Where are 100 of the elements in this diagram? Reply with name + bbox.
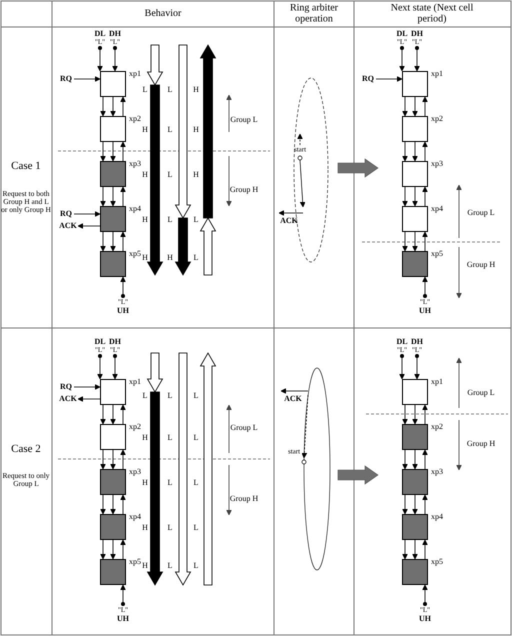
signal-label: RQ: [58, 74, 74, 84]
signal-arrow: [100, 494, 106, 514]
cell-name: xp3: [431, 159, 443, 168]
signal-arrow: [412, 494, 418, 514]
logic-level: H: [141, 254, 149, 262]
logic-level: L: [192, 524, 200, 532]
logic-level: L: [192, 216, 200, 224]
signal-arrow: [110, 540, 116, 560]
signal-arrow: [100, 232, 106, 252]
signal-arrow: [110, 494, 116, 514]
signal-arrow: [100, 450, 106, 470]
signal-arrow: [120, 494, 126, 514]
signal-arrow: [422, 404, 428, 424]
cell-name: xp5: [129, 557, 141, 566]
signal-arrow: [100, 142, 106, 162]
signal-arrow: [412, 142, 418, 162]
signal-arrow: [120, 450, 126, 470]
signal-arrow: [97, 50, 103, 72]
logic-level: L: [166, 562, 174, 570]
logic-level: H: [141, 434, 149, 442]
signal-arrow: [100, 96, 106, 116]
signal-arrow: [120, 584, 126, 602]
signal-label: DL: [396, 337, 408, 346]
signal-label: DH: [109, 337, 121, 346]
group-label: Group L: [229, 424, 259, 432]
signal-arrow: [78, 223, 100, 229]
signal-label: ACK: [58, 394, 78, 404]
signal-arrow: [402, 232, 408, 252]
group-label: Group H: [228, 186, 260, 194]
group-label: Group H: [466, 440, 496, 448]
logic-level: L: [166, 392, 174, 400]
logic-level: L: [142, 392, 148, 400]
signal-arrow: [412, 96, 418, 116]
logic-level: L: [166, 216, 174, 224]
signal-arrow: [422, 494, 428, 514]
signal-arrow: [100, 186, 106, 206]
logic-level: L: [166, 170, 174, 180]
cell-name: xp5: [431, 557, 443, 566]
group-label: Group L: [466, 208, 496, 218]
signal-arrow: [110, 186, 116, 206]
signal-label: RQ: [58, 382, 74, 392]
cell-name: xp5: [431, 249, 443, 258]
case-title: Case 1: [10, 161, 42, 173]
signal-arrow: [120, 232, 126, 252]
cell-name: xp4: [431, 204, 443, 213]
signal-arrow: [412, 186, 418, 206]
signal-label: ACK: [58, 221, 78, 231]
logic-level: H: [192, 126, 200, 134]
cell-name: xp1: [431, 377, 443, 386]
cell-name: xp2: [431, 422, 443, 431]
signal-arrow: [402, 494, 408, 514]
signal-arrow: [422, 186, 428, 206]
signal-arrow: [97, 358, 103, 380]
logic-level: L: [166, 86, 174, 94]
logic-level: L: [192, 392, 200, 400]
signal-label: UH: [117, 306, 129, 315]
signal-label: RQ: [58, 209, 74, 219]
signal-arrow: [120, 142, 126, 162]
signal-arrow: [110, 142, 116, 162]
cell-name: xp2: [431, 114, 443, 123]
signal-arrow: [422, 450, 428, 470]
logic-level: L: [192, 562, 200, 570]
logic-level: H: [141, 170, 149, 180]
logic-level: L: [166, 478, 174, 488]
column-header: Next state (Next cell period): [390, 4, 474, 24]
signal-arrow: [74, 76, 100, 82]
case-title: Case 2: [10, 444, 42, 456]
group-label: Group L: [229, 116, 259, 124]
cell-name: xp2: [129, 422, 141, 431]
signal-arrow: [100, 404, 106, 424]
cell-name: xp4: [431, 512, 443, 521]
cell-name: xp1: [129, 69, 141, 78]
signal-arrow: [402, 540, 408, 560]
signal-label: DH: [109, 29, 121, 38]
logic-level: L: [192, 478, 200, 488]
signal-arrow: [399, 50, 405, 72]
signal-label: DL: [94, 29, 106, 38]
logic-level: L: [192, 254, 200, 262]
signal-arrow: [414, 358, 420, 380]
signal-label: ACK: [279, 216, 299, 226]
signal-arrow: [422, 584, 428, 602]
signal-label: UH: [419, 306, 431, 315]
signal-label: UH: [419, 614, 431, 623]
signal-arrow: [402, 142, 408, 162]
signal-label: ACK: [283, 394, 303, 404]
cell-name: xp4: [129, 512, 141, 521]
group-label: Group H: [228, 494, 260, 504]
signal-arrow: [412, 450, 418, 470]
signal-arrow: [120, 186, 126, 206]
signal-arrow: [110, 96, 116, 116]
column-header: Behavior: [144, 8, 182, 20]
logic-level: L: [166, 434, 174, 442]
signal-arrow: [120, 540, 126, 560]
signal-label: RQ: [360, 74, 376, 84]
logic-level: H: [141, 216, 149, 224]
signal-arrow: [110, 450, 116, 470]
signal-arrow: [402, 186, 408, 206]
logic-level: H: [192, 86, 200, 94]
logic-level: H: [192, 170, 200, 180]
logic-level: L: [142, 86, 148, 94]
